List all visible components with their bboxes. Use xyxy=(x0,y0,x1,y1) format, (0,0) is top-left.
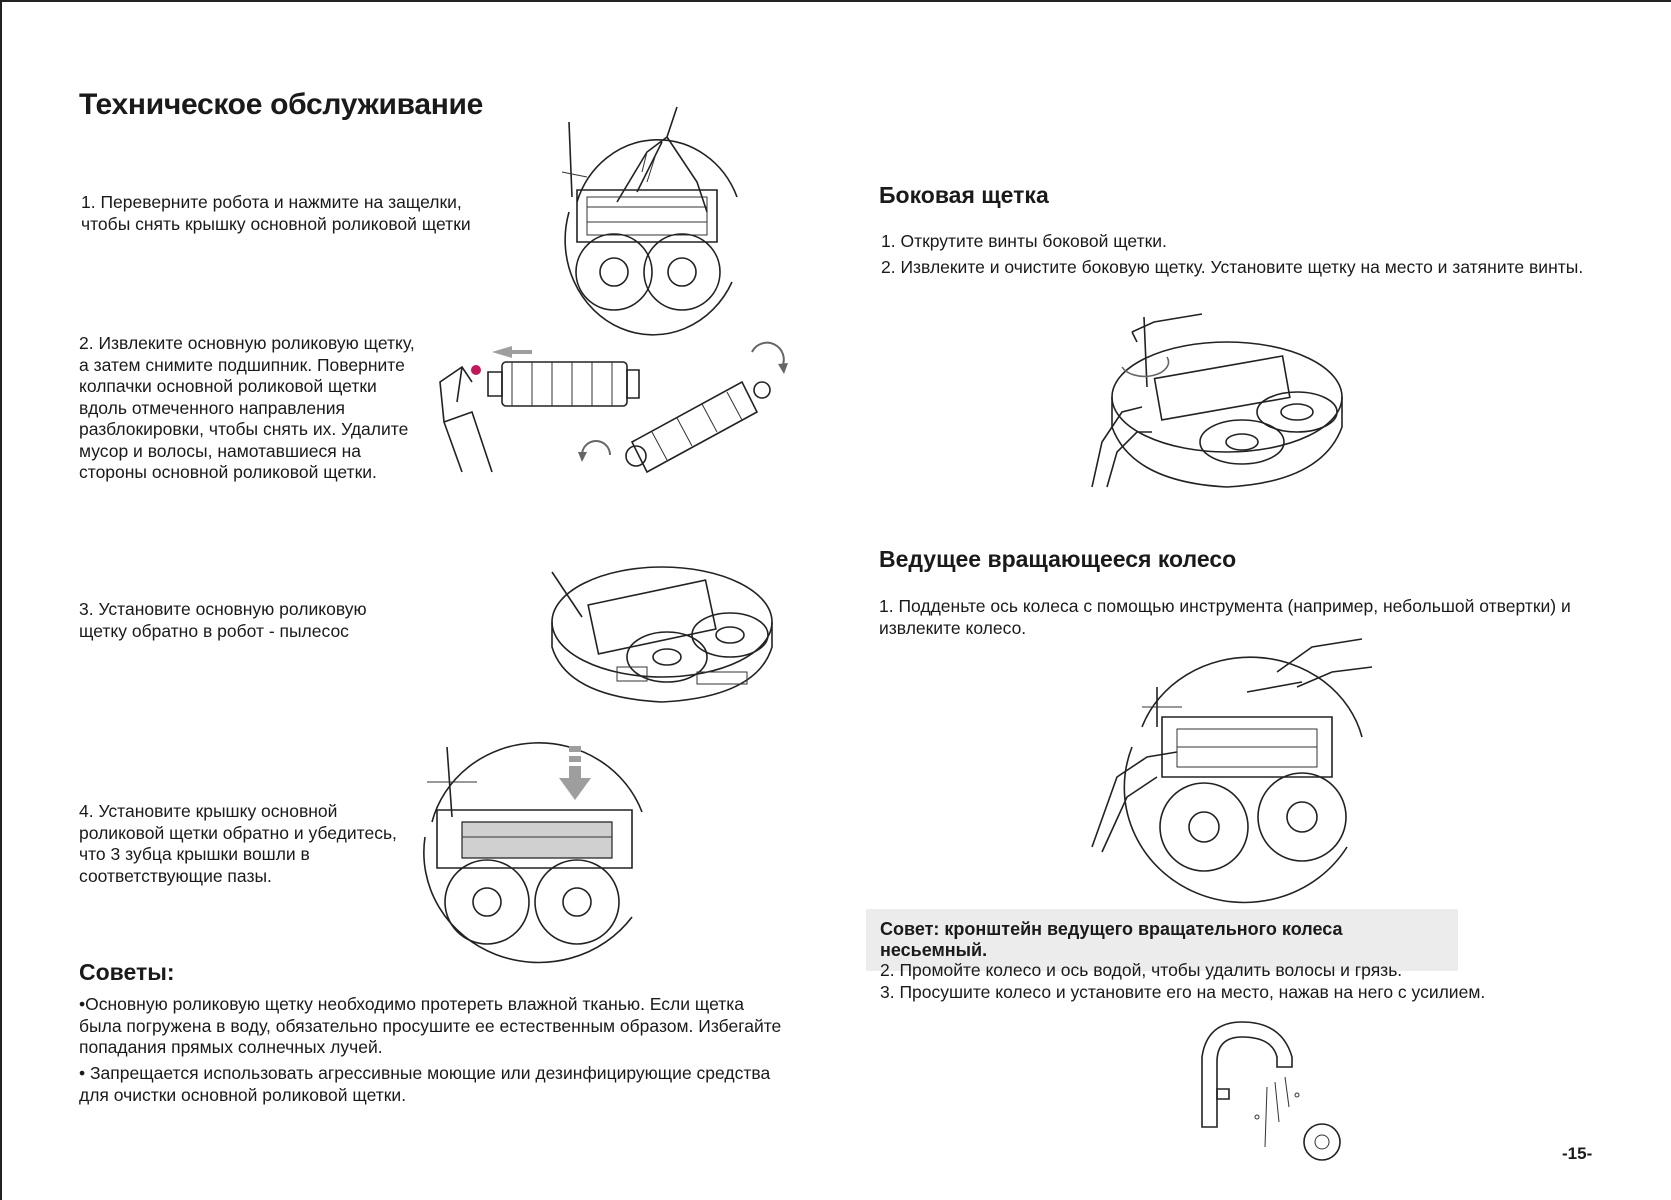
side-brush-steps: 1. Открутите винты боковой щетки. 2. Изв… xyxy=(881,231,1583,278)
drive-wheel-removal-icon xyxy=(1092,637,1372,902)
step-4-text: 4. Установите крышку основной роликовой … xyxy=(79,801,397,887)
robot-brush-install-icon xyxy=(547,562,777,712)
tips-heading: Советы: xyxy=(79,959,175,986)
step-2-text: 2. Извлеките основную роликовую щетку, а… xyxy=(79,333,415,484)
faucet-wheel-wash-icon xyxy=(1197,1017,1347,1167)
robot-cover-install-icon xyxy=(417,742,657,957)
tip-2-text: • Запрещается использовать агрессивные м… xyxy=(79,1063,770,1106)
side-brush-heading: Боковая щетка xyxy=(879,182,1049,209)
step-3-text: 3. Установите основную роликовую щетку о… xyxy=(79,599,367,642)
drive-wheel-steps: 2. Промойте колесо и ось водой, чтобы уд… xyxy=(880,960,1485,1003)
page-title: Техническое обслуживание xyxy=(79,88,483,122)
roller-brush-removal-icon xyxy=(432,342,812,482)
step-1-text: 1. Переверните робота и нажмите на защел… xyxy=(81,192,471,235)
robot-underside-hand-icon xyxy=(547,102,747,312)
drive-wheel-heading: Ведущее вращающееся колесо xyxy=(879,546,1236,573)
side-brush-screwdriver-icon xyxy=(1092,312,1352,497)
tip-1-text: •Основную роликовую щетку необходимо про… xyxy=(79,994,781,1059)
page-number: -15- xyxy=(1562,1144,1592,1164)
drive-wheel-step-1: 1. Подденьте ось колеса с помощью инстру… xyxy=(879,596,1571,639)
